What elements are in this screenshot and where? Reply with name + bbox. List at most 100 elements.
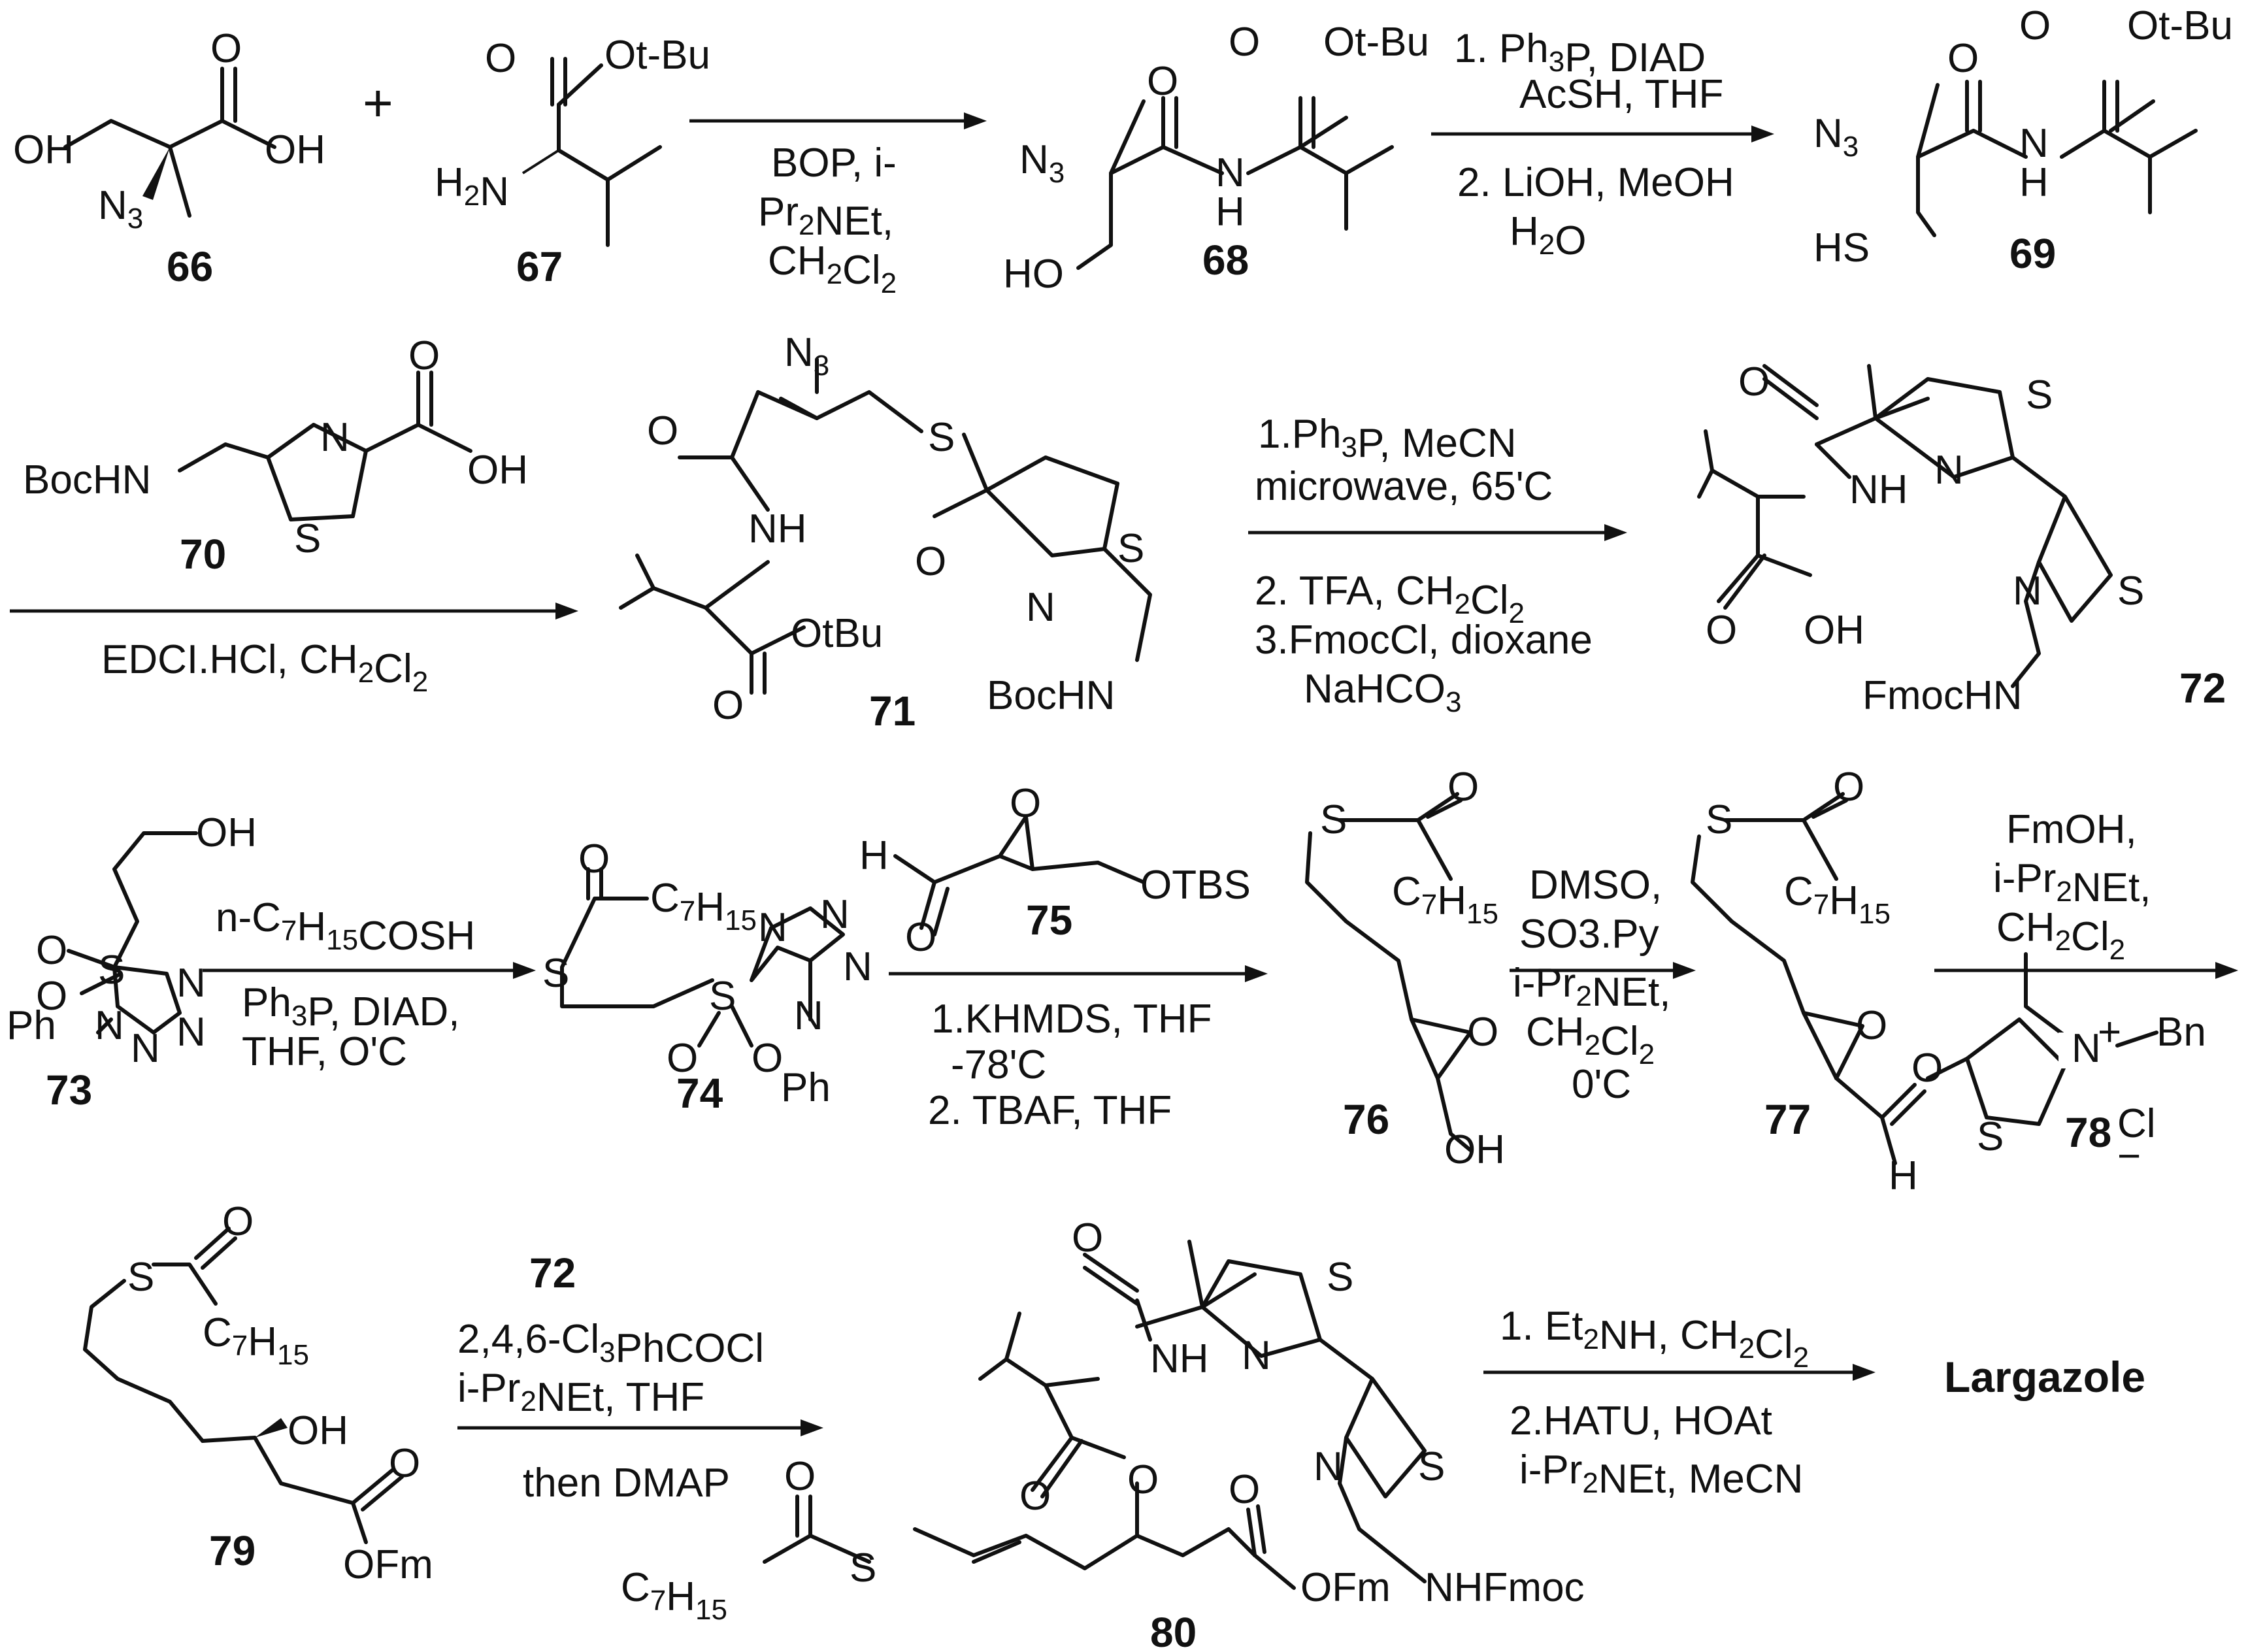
compound-67-label: 67 (516, 243, 563, 290)
compound-79: S O C7H15 OH O OFm 79 (83, 1199, 433, 1587)
c7h15-label: C7H15 (203, 1310, 309, 1371)
arrow-step-4: 1.Ph3P, MeCN microwave, 65'C 2. TFA, CH2… (1248, 412, 1627, 718)
ester-o-label: O (2019, 3, 2051, 48)
arrow-step-2: 1. Ph3P, DIAD AcSH, THF 2. LiOH, MeOH H2… (1431, 26, 1774, 263)
carbonyl-o-label: O (210, 26, 242, 71)
aldehyde-o-label: O (905, 915, 936, 960)
reagent-step6-line3: 2. TBAF, THF (928, 1088, 1172, 1133)
tbu-ester-label: Ot-Bu (604, 33, 710, 78)
compound-76-label: 76 (1343, 1096, 1389, 1143)
c7h15-label: C7H15 (621, 1565, 727, 1626)
thioester-s-label: S (850, 1545, 876, 1591)
thiazole-s-label: S (1418, 1444, 1445, 1489)
compound-74-label: 74 (676, 1070, 723, 1117)
sulfonyl-o2-label: O (752, 1036, 783, 1081)
compound-66-label: 66 (167, 243, 213, 290)
reagent-step8-line3: CH2Cl2 (1996, 905, 2125, 966)
reagent-step4-line5: NaHCO3 (1304, 667, 1462, 718)
tbu-ester-label: Ot-Bu (2127, 3, 2233, 48)
reagent-step3-line1: EDCI.HCl, CH2Cl2 (101, 637, 428, 698)
thiazole-n-label: N (1314, 1444, 1343, 1489)
amine-label: H2N (435, 160, 509, 214)
arrow-step-6: 1.KHMDS, THF -78'C 2. TBAF, THF (889, 965, 1268, 1133)
chloride-label: Cl (2117, 1101, 2156, 1146)
compound-68: N3 O N H O Ot-Bu HO 68 (1003, 20, 1429, 297)
reagent-step2-line2: AcSH, THF (1519, 72, 1723, 117)
compound-75: H O O OTBS 75 (859, 781, 1251, 960)
azide-label: N3 (784, 330, 829, 382)
thioester-o-label: O (1833, 765, 1864, 810)
tetrazole-n3-label: N (843, 944, 872, 989)
reagent-step2-line3: 2. LiOH, MeOH (1457, 160, 1734, 205)
thioester-s-label: S (127, 1255, 154, 1300)
reagent-step5-line1: n-C7H15COSH (216, 895, 475, 959)
reagent-step8-line2: i-Pr2NEt, (1993, 856, 2151, 910)
amide-nh-label: N (2019, 121, 2049, 166)
amide-nh-label: NH (1150, 1336, 1209, 1381)
tetrazole-n3-label: N (131, 1026, 160, 1071)
reagent-step10-line3: i-Pr2NEt, MeCN (1519, 1447, 1803, 1502)
reagent-step2-line4: H2O (1510, 209, 1587, 263)
arrow-step-9: 72 2,4,6-Cl3PhCOCl i-Pr2NEt, THF then DM… (457, 1249, 823, 1506)
epoxide-o-label: O (1467, 1010, 1498, 1055)
nhfmoc-label: NHFmoc (1425, 1565, 1585, 1610)
bochn-label: BocHN (987, 673, 1115, 718)
hydroxyl-label: OH (13, 127, 74, 173)
thiazole-s-label: S (2117, 569, 2144, 614)
arrow-step-7: DMSO, SO3.Py i-Pr2NEt, CH2Cl2 0'C (1510, 863, 1696, 1107)
thioester-o-label: O (784, 1454, 816, 1499)
compound-66: OH O OH N3 66 (13, 26, 325, 290)
tetrazole-n2-label: N (176, 1010, 206, 1055)
compound-72: O NH N S N S O OH FmocHN 72 (1697, 359, 2226, 718)
tbu-ester-label: OtBu (791, 611, 883, 656)
tetrazole-n4-label: N (95, 1003, 124, 1048)
reagent-step9-line3: then DMAP (523, 1461, 730, 1506)
c7h15-label: C7H15 (1784, 869, 1891, 930)
acid-o-label: O (1706, 608, 1737, 653)
bochn-label: BocHN (23, 457, 151, 503)
thiazole-n-label: N (1026, 585, 1055, 630)
epoxide-o-label: O (1856, 1003, 1887, 1048)
reagent-step1-line2: Pr2NEt, (758, 190, 893, 244)
reagent-step5-line3: THF, O'C (242, 1029, 407, 1074)
ester-o-label: O (389, 1441, 420, 1486)
compound-79-label: 79 (209, 1527, 256, 1574)
ester-o-label: O (712, 683, 744, 728)
compound-77: S O C7H15 O O H 77 (1691, 765, 1943, 1198)
reagent-step9-line1: 2,4,6-Cl3PhCOCl (457, 1317, 764, 1371)
amide-o-label: O (1072, 1215, 1103, 1261)
reagent-step4-line2: microwave, 65'C (1255, 464, 1553, 509)
thiol-label: HS (1813, 225, 1870, 271)
hydroxyl-label: HO (1003, 252, 1064, 297)
phenyl-label: Ph (7, 1003, 56, 1048)
compound-73: OH O S O N N N N Ph 73 (7, 810, 257, 1114)
reagent-step7-line1: DMSO, (1529, 863, 1662, 908)
arrow-step-5: n-C7H15COSH Ph3P, DIAD, THF, O'C (203, 895, 536, 1074)
otbs-label: OTBS (1140, 863, 1251, 908)
tetrazole-n1-label: N (758, 905, 787, 950)
compound-71-label: 71 (869, 687, 916, 735)
reagent-step2-line1: 1. Ph3P, DIAD (1454, 26, 1706, 80)
arrow-step-10: 1. Et2NH, CH2Cl2 2.HATU, HOAt i-Pr2NEt, … (1483, 1304, 1876, 1502)
reagent-step4-line3: 2. TFA, CH2Cl2 (1255, 569, 1525, 629)
reagent-step1-line1: BOP, i- (771, 140, 897, 186)
product-largazole: Largazole (1944, 1353, 2145, 1401)
benzyl-label: Bn (2157, 1010, 2206, 1055)
reagent-step6-line2: -78'C (951, 1042, 1046, 1087)
reagent-step7-line3: i-Pr2NEt, (1513, 961, 1671, 1015)
compound-69: N3 O N H O Ot-Bu HS 69 (1813, 3, 2233, 277)
thioester-s-label: S (928, 415, 955, 460)
reagent-step6-line1: 1.KHMDS, THF (931, 997, 1212, 1042)
azide-label: N3 (1813, 111, 1859, 163)
compound-74: O C7H15 S S O O N N N N Ph 74 (542, 836, 872, 1117)
amide-nh-label: NH (748, 506, 807, 552)
reagent-step5-line2: Ph3P, DIAD, (242, 980, 460, 1034)
ofm-label: OFm (343, 1542, 433, 1587)
compound-70: BocHN N S O OH 70 (23, 333, 528, 578)
c7h15-label: C7H15 (650, 876, 757, 936)
amide-o-label: O (647, 408, 678, 454)
compound-72-label: 72 (2179, 665, 2226, 712)
thioester-o-label: O (222, 1199, 254, 1244)
sulfonyl-s-label: S (709, 974, 736, 1019)
hydroxyl-label: OH (1444, 1127, 1505, 1172)
